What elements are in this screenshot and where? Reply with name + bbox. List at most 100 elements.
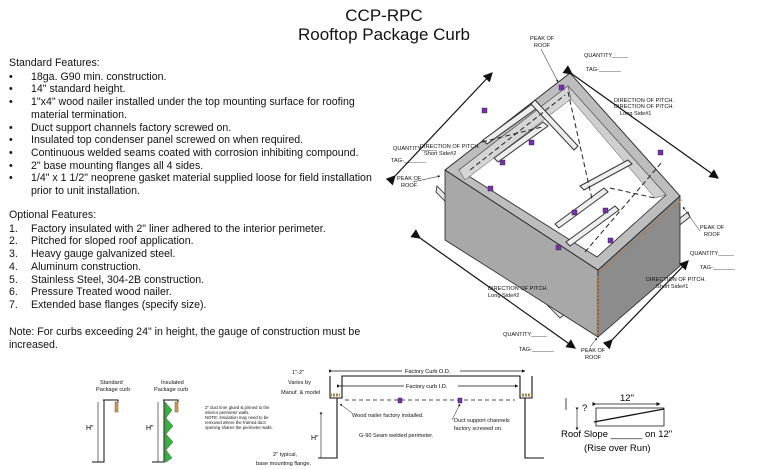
bullet-marker: •	[9, 159, 13, 172]
varies-label-1: 1"-2"	[292, 370, 304, 376]
dir-pitch-label-bottom: DIRECTION OF PITCH.	[488, 286, 548, 292]
peak-label-top-1: PEAK OF	[530, 36, 555, 42]
standard-feature-item: • 1"x4" wood nailer installed under the t…	[9, 96, 394, 121]
long-side-2-arrow	[410, 229, 576, 349]
long-side-1-label: Long Side#1	[620, 111, 651, 117]
bullet-marker: •	[9, 121, 13, 134]
short-side-2-label: Short Side#2	[424, 151, 456, 157]
bullet-marker: •	[9, 134, 13, 147]
item-number: 1.	[9, 222, 18, 235]
peak-label-top-2: ROOF	[534, 43, 551, 49]
base-flange-label-1: 2" typical,	[273, 452, 298, 458]
curb-od-label: Factory Curb O.D.	[405, 369, 451, 375]
item-number: 2.	[9, 235, 18, 248]
curb-id-label: Factory curb I.D.	[406, 384, 448, 390]
peak-label-bottom-1: PEAK OF	[581, 348, 606, 354]
liner-note-4: removed where the framed duct	[205, 420, 266, 425]
peak-label-right-2: ROOF	[704, 232, 721, 238]
optional-feature-text: Heavy gauge galvanized steel.	[31, 248, 176, 261]
liner-note-1: 2" duct liner glued & pinned to the	[205, 405, 270, 410]
standard-features-heading: Standard Features:	[9, 57, 100, 69]
tag-label-right: TAG-_______	[700, 265, 736, 271]
h-mark-standard: H"	[86, 425, 94, 432]
standard-feature-item: • 18ga. G90 min. construction.	[9, 71, 394, 84]
optional-feature-item: 5. Stainless Steel, 304-2B construction.	[9, 274, 394, 287]
optional-feature-item: 4. Aluminum construction.	[9, 261, 394, 274]
item-number: 7.	[9, 298, 18, 311]
quantity-label-top: QUANTITY_____	[584, 53, 629, 59]
insulated-curb-section	[152, 399, 179, 463]
liner-note-5: opening shares the perimeter walls.	[205, 425, 273, 430]
optional-feature-text: Extended base flanges (specify size).	[31, 298, 207, 311]
quantity-label-bottom: QUANTITY_____	[503, 332, 548, 338]
item-number: 3.	[9, 248, 18, 261]
peak-label-left-2: ROOF	[401, 183, 418, 189]
standard-curb-label-1: Standard	[100, 380, 123, 386]
tag-label-top: TAG-_______	[586, 67, 622, 73]
tag-label-left: TAG-_______	[391, 158, 427, 164]
bullet-marker: •	[9, 146, 13, 159]
varies-label-2: Varies by	[288, 380, 311, 386]
item-number: 4.	[9, 260, 18, 273]
dir-pitch-label-right: DIRECTION OF PITCH.	[614, 98, 674, 104]
bullet-marker: •	[9, 96, 13, 109]
insulated-curb-label-2: Package curb	[154, 387, 188, 393]
item-number: 6.	[9, 286, 18, 299]
optional-feature-item: 7. Extended base flanges (specify size).	[9, 299, 394, 312]
nailer-label: Wood nailer factory installed.	[352, 413, 424, 419]
standard-feature-item: • Continuous welded seams coated with cor…	[9, 147, 394, 160]
optional-feature-text: Pressure Treated wood nailer.	[31, 286, 172, 299]
insulated-curb-label-1: Insulated	[161, 380, 184, 386]
curb-section-profile	[318, 375, 544, 459]
optional-feature-item: 3. Heavy gauge galvanized steel.	[9, 248, 394, 261]
optional-feature-text: Factory insulated with 2" liner adhered …	[31, 222, 326, 235]
quantity-label-right: QUANTITY_____	[690, 251, 735, 257]
optional-feature-text: Stainless Steel, 304-2B construction.	[31, 273, 205, 286]
optional-feature-item: 2.Pitched for sloped roof application.	[9, 235, 394, 248]
tag-label-bottom: TAG-_______	[519, 347, 555, 353]
optional-feature-text: Aluminum construction.	[31, 260, 142, 273]
optional-features: Optional Features: 1.Factory insulated w…	[9, 209, 394, 312]
standard-feature-item: •14" standard height.	[9, 83, 394, 96]
standard-feature-text: Duct support channels factory screwed on…	[31, 121, 232, 134]
duct-label-2: factory screwed on.	[454, 426, 503, 432]
quantity-label-left: QUANTITY_____	[393, 146, 438, 152]
gauge-note: Note: For curbs exceeding 24" in height,…	[9, 326, 361, 351]
short-side-2-arrow	[385, 72, 493, 186]
standard-feature-item: •2" base mounting flanges all 4 sides.	[9, 160, 394, 173]
standard-feature-item: • Duct support channels factory screwed o…	[9, 122, 394, 135]
standard-feature-text: 18ga. G90 min. construction.	[31, 70, 167, 83]
roof-slope-label: Roof Slope ______ on 12"	[561, 429, 672, 440]
standard-feature-text: 14" standard height.	[31, 83, 126, 96]
h-mark-section: H"	[311, 435, 319, 442]
peak-label-right-1: PEAK OF	[700, 225, 725, 231]
long-side-1-arrow	[562, 65, 719, 179]
standard-curb-section	[92, 399, 119, 463]
slope-run-label: 12"	[620, 393, 634, 404]
liner-note-2: interior perimeter walls.	[205, 410, 249, 415]
peak-label-left-1: PEAK OF	[397, 176, 422, 182]
peak-label-bottom-2: ROOF	[585, 355, 602, 361]
dir-pitch-label-bottom-right: DIRECTION OF PITCH.	[646, 277, 706, 283]
h-mark-insulated: H"	[146, 425, 154, 432]
item-number: 5.	[9, 273, 18, 286]
bullet-marker: •	[9, 70, 13, 83]
base-flange-label-2: base mounting flange.	[256, 461, 311, 467]
standard-feature-item: • Insulated top condenser panel screwed o…	[9, 134, 394, 147]
bullet-marker: •	[9, 172, 13, 185]
long-side-2-label: Long Side#2	[488, 293, 519, 299]
standard-feature-text: Continuous welded seams coated with corr…	[31, 146, 359, 159]
standard-feature-item: •1/4" x 1 1/2" neoprene gasket material …	[9, 172, 394, 197]
standard-feature-text: 1"x4" wood nailer installed under the to…	[31, 96, 355, 121]
dir-pitch-long-1: DIRECTION OF PITCH.	[614, 104, 674, 110]
slope-rise-label: ?	[582, 403, 587, 414]
standard-feature-text: Insulated top condenser panel screwed on…	[31, 134, 304, 147]
optional-feature-item: 6. Pressure Treated wood nailer.	[9, 286, 394, 299]
rise-over-run-label: (Rise over Run)	[584, 443, 651, 454]
roof-slope-detail	[565, 398, 665, 431]
short-side-1-arrow	[602, 260, 689, 350]
page-subtitle: Rooftop Package Curb	[298, 25, 470, 44]
standard-curb-label-2: Package curb	[96, 387, 130, 393]
